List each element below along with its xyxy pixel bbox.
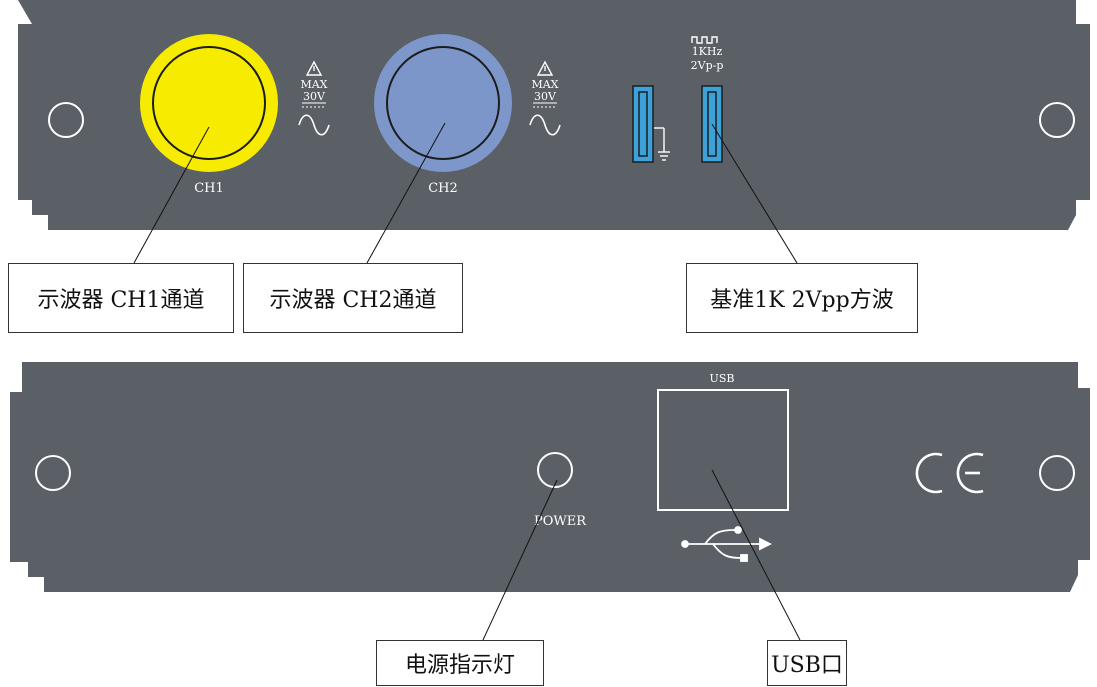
power-indicator: [537, 452, 573, 488]
cal-amp-label: 2Vp-p: [691, 59, 724, 72]
power-callout: 电源指示灯: [376, 640, 544, 686]
ch2-label: CH2: [428, 181, 458, 196]
ref-callout: 基准1K 2Vpp方波: [686, 263, 918, 333]
ground-terminal: [632, 85, 654, 163]
ch1-warning-max: MAX: [300, 78, 327, 91]
front-panel-plate: [18, 0, 1090, 230]
square-wave-icon: [691, 36, 718, 44]
back-right-screw-hole: [1039, 455, 1075, 491]
ch1-callout: 示波器 CH1通道: [8, 263, 234, 333]
ch1-ac-icon: [298, 114, 330, 136]
usb-label: USB: [710, 372, 735, 385]
ce-mark: [915, 452, 984, 494]
ch2-callout: 示波器 CH2通道: [243, 263, 463, 333]
usb-callout: USB口: [767, 640, 847, 686]
ch2-warning-voltage: 30V: [534, 90, 557, 103]
ch1-warning-voltage: 30V: [303, 90, 326, 103]
ch1-label: CH1: [194, 181, 224, 196]
ch1-leader-line: [133, 126, 210, 264]
ch1-warning-symbol: MAX 30V: [298, 60, 330, 136]
back-left-screw-hole: [35, 455, 71, 491]
back-panel-plate: [10, 362, 1090, 592]
cal-freq-label: 1KHz: [692, 45, 723, 58]
power-label: POWER: [534, 514, 587, 529]
ch2-connector: [374, 34, 512, 172]
usb-port: [657, 389, 789, 511]
ch2-leader-line: [366, 122, 446, 264]
front-right-screw-hole: [1039, 102, 1075, 138]
front-left-screw-hole: [48, 102, 84, 138]
power-leader-line: [482, 479, 558, 641]
ch2-warning-symbol: MAX 30V: [529, 60, 561, 136]
ch1-connector: [140, 34, 278, 172]
ground-icon: [654, 127, 670, 161]
ref-leader-line: [711, 123, 798, 264]
ch2-ac-icon: [529, 114, 561, 136]
usb-leader-line: [711, 469, 801, 641]
ch2-warning-max: MAX: [531, 78, 558, 91]
usb-icon: [681, 526, 773, 562]
